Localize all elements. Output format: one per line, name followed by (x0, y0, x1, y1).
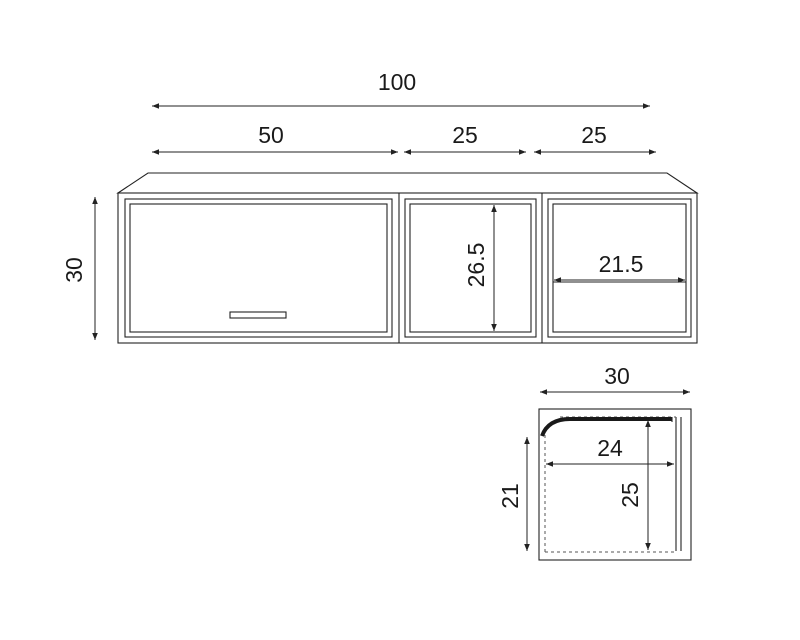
middle-opening-frame (404, 198, 537, 338)
cabinet-body (117, 192, 698, 344)
label-inner-width: 21.5 (599, 251, 644, 277)
label-total-width: 100 (378, 69, 416, 95)
cabinet-top-surface (116, 172, 699, 194)
label-middle-width: 25 (452, 122, 478, 148)
side-body (538, 408, 692, 561)
label-side-height: 21 (497, 483, 523, 509)
door-handle (229, 311, 287, 319)
label-side-inner-height: 25 (617, 482, 643, 508)
left-door-frame (124, 198, 393, 338)
left-door-panel (129, 203, 388, 333)
middle-opening-inner (409, 203, 532, 333)
label-right-width: 25 (581, 122, 607, 148)
right-opening-frame (547, 198, 692, 338)
label-left-width: 50 (258, 122, 284, 148)
label-inner-height: 26.5 (463, 243, 489, 288)
right-opening-inner (552, 203, 687, 333)
label-inner-depth: 24 (597, 435, 623, 461)
side-view: 30 24 25 21 (497, 363, 692, 561)
label-depth: 30 (604, 363, 630, 389)
door-track-curve (540, 417, 672, 437)
front-view: 100 50 25 25 30 26.5 21.5 (61, 69, 699, 344)
label-height: 30 (61, 257, 87, 283)
